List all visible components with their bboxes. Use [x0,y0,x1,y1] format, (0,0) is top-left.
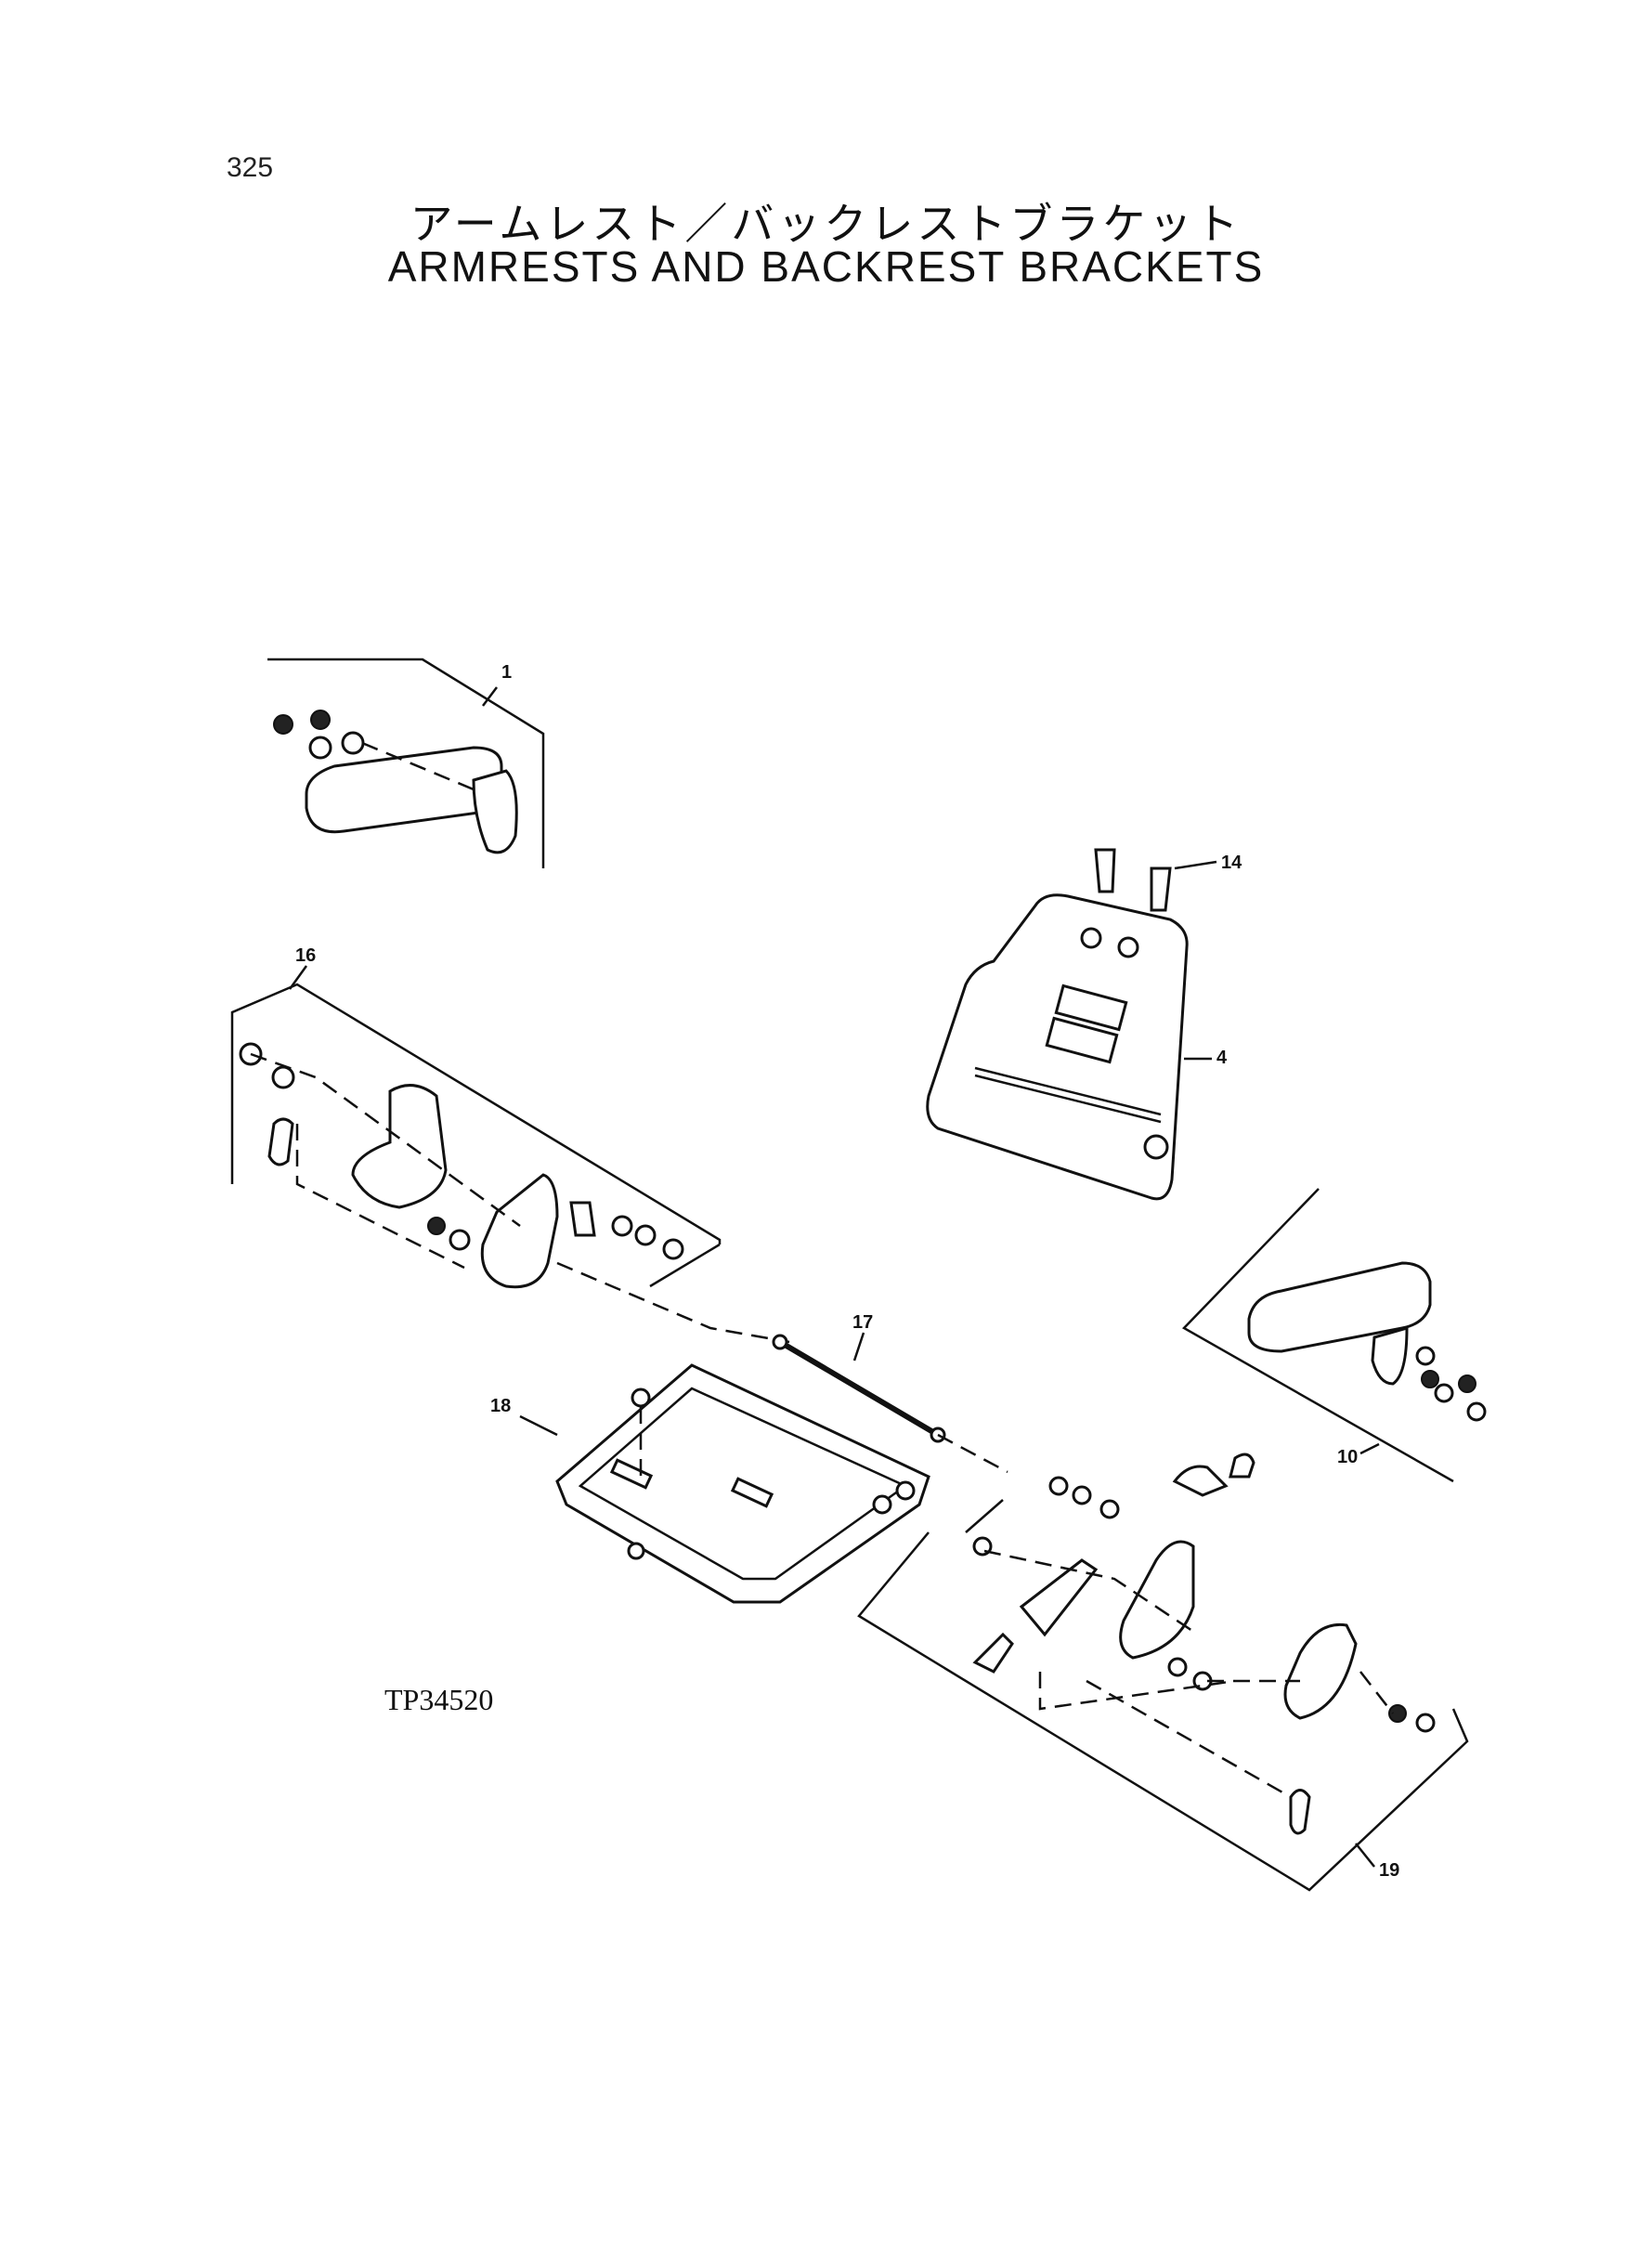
washer-icon [271,1065,295,1089]
mounting-block [1045,1016,1119,1064]
screw-icon [1150,866,1172,912]
pivot-bracket-left [480,1173,559,1289]
page-title-english: ARMRESTS AND BACKREST BRACKETS [387,242,1265,291]
assembly-line [295,1124,465,1270]
bushing-icon [1099,1499,1120,1519]
bolt-icon [1415,1713,1436,1733]
figure-code: TP34520 [384,1683,494,1716]
lever-plate-right [1283,1622,1358,1720]
nut-icon [341,731,365,755]
assembly-line [361,741,475,791]
nut-icon [627,1542,645,1560]
bushing-icon [872,1494,892,1515]
nut-icon [662,1238,684,1260]
nut-icon [1421,1370,1439,1388]
washer-icon [1072,1485,1092,1505]
callout-10: 10 [1337,1447,1358,1467]
armrest-pad-right [1247,1261,1432,1353]
bolt-icon [427,1217,446,1235]
page-title-japanese: アームレスト／バックレストブラケット [410,199,1242,249]
washer-icon [1117,936,1139,958]
washer-icon [310,710,331,730]
bolt-icon [1458,1375,1476,1393]
pin-icon [1172,1465,1229,1497]
latch-icon [972,1632,1014,1674]
seat-base-inner [578,1387,908,1581]
screw-icon [1094,848,1116,893]
assembly-line [1086,1679,1292,1799]
armrest-bracket-left [472,769,518,854]
callout-16: 16 [295,945,316,966]
backrest-bracket-assembly [926,848,1189,1201]
slot-icon [730,1477,774,1508]
washer-icon [1080,927,1102,949]
washer-icon [449,1229,471,1251]
bushing-icon [611,1215,633,1237]
mounting-block [1054,984,1128,1032]
assembly-line [250,1052,521,1228]
spring-clip-icon [569,1201,596,1237]
callout-18: 18 [490,1396,511,1416]
armrest-left-assembly [267,658,545,868]
bolt-icon [631,1388,651,1408]
armrest-right-assembly [1181,1188,1487,1483]
washer-icon [1415,1346,1436,1366]
armrest-bracket-right [1371,1326,1409,1386]
backrest-crossbar [974,1066,1162,1116]
callout-14: 14 [1221,853,1242,873]
connecting-rod [778,1339,940,1438]
washer-icon [634,1224,657,1246]
rod-assembly [772,1334,1008,1474]
callout-1: 1 [501,662,512,683]
bushing-icon [1143,1134,1169,1160]
group-bracket-1 [267,658,545,868]
bolt-icon [273,714,293,735]
slot-icon [609,1458,654,1490]
washer-icon [308,736,332,760]
callout-4: 4 [1216,1048,1228,1068]
assembly-line [1038,1672,1236,1711]
callout-19: 19 [1379,1860,1399,1881]
assembly-line [556,1261,790,1344]
assembly-line [1359,1671,1394,1714]
cable-end-icon [1229,1453,1255,1479]
clip-icon [1289,1789,1311,1835]
group-bracket-10 [1181,1188,1454,1483]
washer-icon [1434,1383,1454,1403]
group-bracket-19 [857,1531,1469,1892]
callout-17: 17 [852,1312,873,1333]
nut-icon [1388,1704,1407,1723]
assembly-line [983,1549,1199,1636]
lever-arm-icon [1019,1558,1099,1637]
lever-plate-left [351,1084,448,1209]
left-seat-bracket-assembly [230,983,790,1344]
bolt-icon [1466,1401,1487,1422]
seat-base-assembly [555,1363,930,1604]
page-number: 325 [227,152,274,183]
group-bracket-16 [230,983,722,1244]
right-seat-bracket-assembly [857,1453,1469,1892]
washer-icon [1167,1657,1188,1677]
assembly-line [937,1433,1008,1474]
clip-icon [267,1117,294,1166]
bushing-icon [895,1480,916,1501]
bolt-icon [1048,1476,1069,1496]
pivot-bracket-right [1119,1540,1195,1660]
